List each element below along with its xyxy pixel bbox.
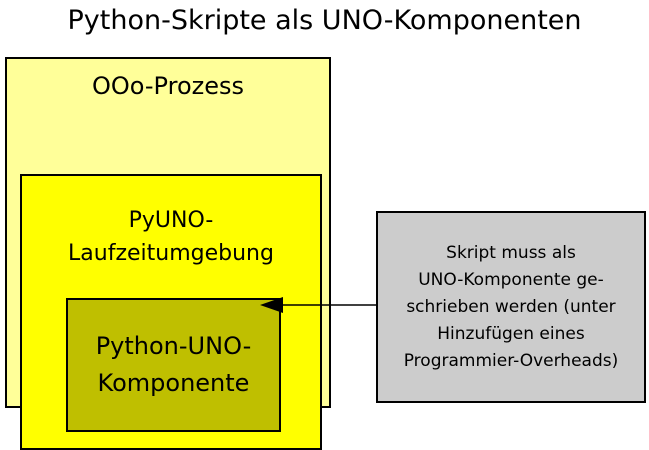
box-ooo-prozess: OOo-Prozess PyUNO- Laufzeitumgebung Pyth… (5, 57, 331, 450)
annotation-note-line-2: UNO-Komponente ge- (418, 269, 604, 290)
diagram-canvas: Python-Skripte als UNO-Komponenten OOo-P… (5, 5, 646, 450)
box-pyuno-label-line-2: Laufzeitumgebung (68, 241, 274, 266)
box-component-label-line-2: Komponente (97, 369, 250, 397)
annotation-note-box: Skript muss als UNO-Komponente ge- schri… (376, 211, 646, 403)
box-ooo-prozess-label: OOo-Prozess (91, 72, 244, 100)
box-component-label-line-1: Python-UNO- (95, 332, 252, 360)
annotation-note-line-5: Programmier-Overheads) (403, 350, 619, 371)
annotation-note-text: Skript muss als UNO-Komponente ge- schri… (378, 240, 644, 375)
annotation-note-line-4: Hinzufügen eines (437, 323, 585, 344)
box-pyuno-laufzeitumgebung-label: PyUNO- Laufzeitumgebung (22, 204, 320, 270)
box-python-uno-komponente: Python-UNO- Komponente (66, 298, 281, 432)
annotation-note-line-1: Skript muss als (446, 242, 576, 263)
box-pyuno-label-line-1: PyUNO- (128, 208, 214, 233)
box-pyuno-laufzeitumgebung: PyUNO- Laufzeitumgebung Python-UNO- Komp… (20, 174, 322, 450)
annotation-note-line-3: schrieben werden (unter (406, 296, 616, 317)
box-python-uno-komponente-label: Python-UNO- Komponente (68, 328, 279, 402)
page-title: Python-Skripte als UNO-Komponenten (67, 5, 582, 36)
